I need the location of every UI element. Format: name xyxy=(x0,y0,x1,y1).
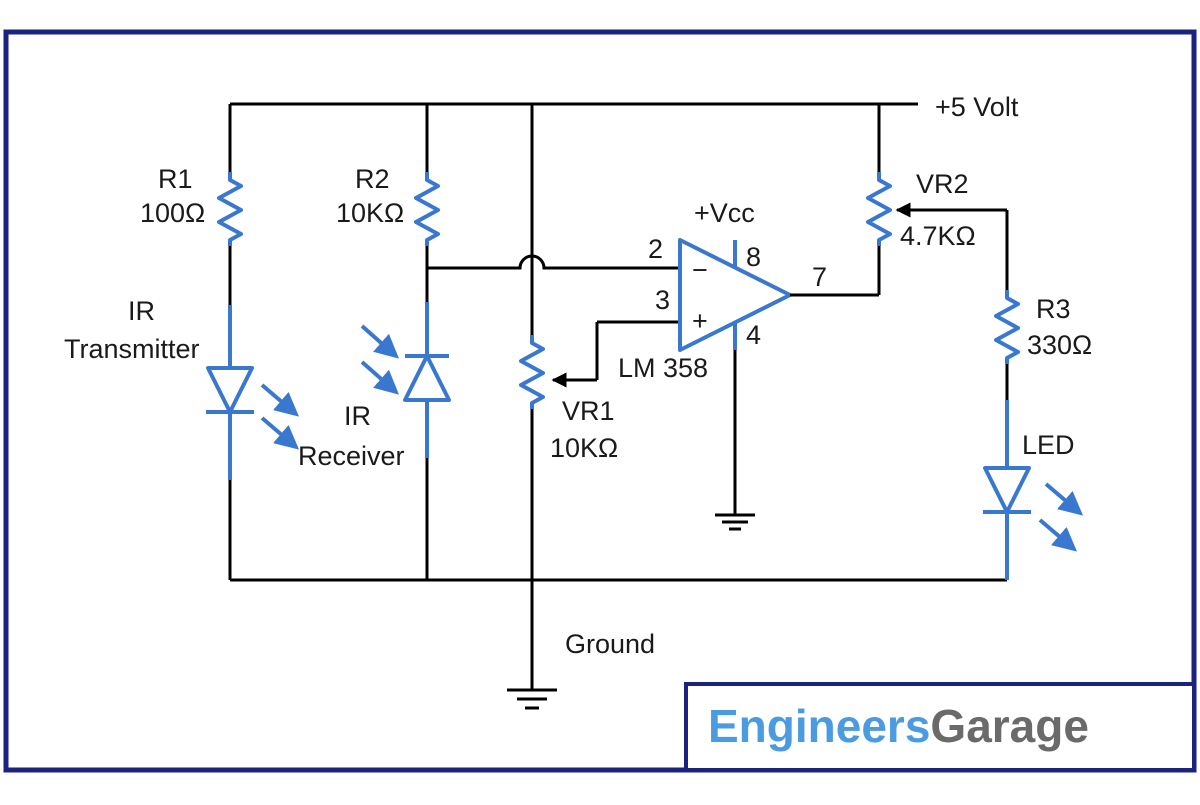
opamp-pin-2: 2 xyxy=(648,234,663,264)
vr1-potentiometer xyxy=(519,335,545,409)
sensor-to-inverting-wire xyxy=(427,254,680,270)
ir-receiver-label-2: Receiver xyxy=(298,441,405,471)
opamp-pin-7: 7 xyxy=(812,262,827,292)
r1-resistor xyxy=(217,172,243,246)
engineers-garage-logo: EngineersGarage xyxy=(684,682,1196,772)
ground-label: Ground xyxy=(565,629,655,659)
led-diode xyxy=(983,466,1084,552)
supply-label: +5 Volt xyxy=(935,92,1019,122)
r1-branch xyxy=(206,104,300,580)
diagram-frame xyxy=(3,29,1197,773)
logo-part-engineers: Engineers xyxy=(708,700,930,752)
led-label: LED xyxy=(1022,430,1075,460)
opamp-plus-sign: + xyxy=(692,306,708,336)
opamp-ground-symbol xyxy=(715,513,755,531)
opamp-minus-sign: − xyxy=(692,255,708,285)
r3-resistor xyxy=(994,290,1020,364)
opamp-pin-8: 8 xyxy=(746,242,761,272)
ir-transmitter-diode xyxy=(206,366,300,450)
r2-resistor xyxy=(414,172,440,246)
r2-value: 10KΩ xyxy=(336,198,404,228)
vr1-name: VR1 xyxy=(562,396,615,426)
r1-value: 100Ω xyxy=(140,198,205,228)
opamp-pin-3: 3 xyxy=(655,285,670,315)
vr1-value: 10KΩ xyxy=(550,433,618,463)
vr1-branch xyxy=(507,104,680,710)
ir-receiver-diode xyxy=(360,324,451,402)
logo-part-garage: Garage xyxy=(930,700,1089,752)
r3-value: 330Ω xyxy=(1027,330,1092,360)
svg-text:EngineersGarage: EngineersGarage xyxy=(708,700,1089,752)
r2-branch xyxy=(360,104,451,580)
r3-led-branch xyxy=(983,290,1084,580)
r3-name: R3 xyxy=(1036,294,1071,324)
opamp-vcc-label: +Vcc xyxy=(694,198,755,228)
vr2-potentiometer xyxy=(866,172,892,246)
opamp-pin-4: 4 xyxy=(746,320,761,350)
opamp-name: LM 358 xyxy=(618,353,708,383)
vr2-branch xyxy=(866,104,1009,295)
vr2-name: VR2 xyxy=(916,169,969,199)
ir-receiver-label-1: IR xyxy=(344,401,371,431)
r2-name: R2 xyxy=(355,164,390,194)
r1-name: R1 xyxy=(158,164,193,194)
main-ground-symbol xyxy=(507,688,557,710)
vr2-value: 4.7KΩ xyxy=(900,221,976,251)
opamp-lm358 xyxy=(678,238,879,531)
ir-transmitter-label-2: Transmitter xyxy=(64,334,200,364)
ir-transmitter-label-1: IR xyxy=(128,296,155,326)
